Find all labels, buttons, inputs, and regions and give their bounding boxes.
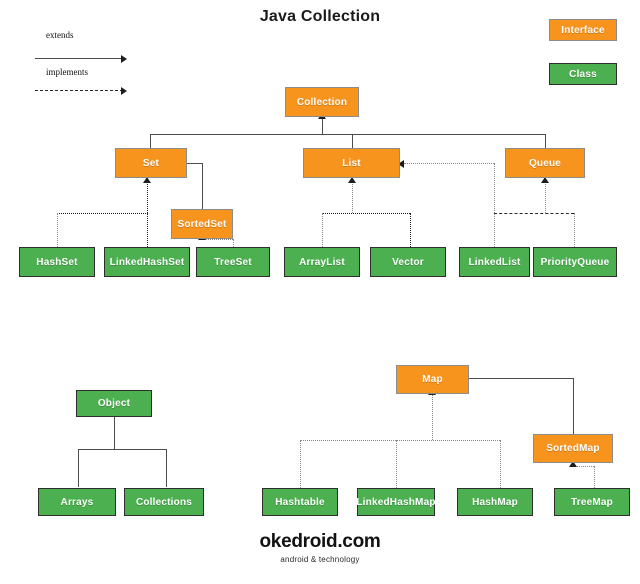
edge-list-to-vector	[410, 213, 411, 247]
legend-extends-label: extends	[46, 30, 74, 40]
node-hashtable[interactable]: Hashtable	[262, 488, 338, 516]
legend-implements-arrow-icon	[121, 86, 127, 95]
edge-map-impl-bus	[300, 440, 500, 441]
edge-list-impl-bus	[322, 213, 410, 214]
edge-queue-impl-stem	[545, 182, 546, 213]
edge-set-impl-arrow-icon	[143, 177, 151, 183]
node-object[interactable]: Object	[76, 390, 152, 417]
edge-object-to-arrays	[78, 449, 79, 487]
node-hashmap[interactable]: HashMap	[457, 488, 533, 516]
edge-object-bus	[78, 449, 166, 450]
node-priorityqueue[interactable]: PriorityQueue	[533, 247, 617, 277]
node-sortedmap[interactable]: SortedMap	[533, 434, 613, 463]
edge-linkedlist-to-list-vertical	[494, 163, 495, 247]
edge-sortedmap-vertical	[573, 378, 574, 434]
node-linkedlist[interactable]: LinkedList	[459, 247, 530, 277]
edge-sortedset-impl-bus	[202, 239, 233, 240]
legend-interface-box: Interface	[549, 19, 617, 41]
node-map[interactable]: Map	[396, 365, 469, 394]
node-linkedhashset[interactable]: LinkedHashSet	[104, 247, 190, 277]
edge-object-to-collections	[166, 449, 167, 487]
edge-map-impl-stem	[432, 394, 433, 440]
node-arrays[interactable]: Arrays	[38, 488, 116, 516]
legend-class-box: Class	[549, 63, 617, 85]
edge-set-to-hashset	[57, 213, 58, 247]
edge-sortedset-vertical	[202, 163, 203, 211]
node-vector[interactable]: Vector	[370, 247, 446, 277]
edge-sortedset-to-set	[187, 163, 203, 164]
node-treemap[interactable]: TreeMap	[554, 488, 630, 516]
edge-sortedset-to-treeset	[233, 239, 234, 247]
edge-list-to-arraylist	[322, 213, 323, 247]
edge-collection-to-queue	[545, 134, 546, 148]
footer-site: okedroid.com	[259, 531, 381, 552]
edge-treemap-arrow-icon	[569, 461, 577, 467]
legend-extends-line	[35, 58, 123, 59]
edge-collection-to-list	[352, 134, 353, 148]
edge-map-to-linkedhashmap	[396, 440, 397, 488]
node-linkedhashmap[interactable]: LinkedHashMap	[356, 488, 435, 516]
edge-collection-bus	[150, 134, 545, 135]
edge-set-impl-bus	[57, 213, 148, 214]
edge-list-impl-stem	[352, 182, 353, 213]
node-hashset[interactable]: HashSet	[19, 247, 95, 277]
edge-queue-to-priorityqueue	[574, 213, 575, 247]
legend-implements-label: implements	[46, 67, 88, 77]
footer-tagline: android & technology	[280, 555, 360, 564]
edge-set-impl-stem	[147, 182, 148, 213]
page-title: Java Collection	[259, 8, 381, 25]
node-arraylist[interactable]: ArrayList	[284, 247, 360, 277]
edge-queue-impl-arrow-icon	[541, 177, 549, 183]
edge-sortedmap-impl-bus	[573, 466, 594, 467]
edge-list-impl-arrow-icon	[348, 177, 356, 183]
edge-linkedlist-to-list-horizontal	[404, 163, 494, 164]
node-collection[interactable]: Collection	[285, 87, 359, 117]
node-treeset[interactable]: TreeSet	[196, 247, 270, 277]
edge-map-to-hashmap	[500, 440, 501, 488]
node-collections[interactable]: Collections	[124, 488, 204, 516]
node-queue[interactable]: Queue	[505, 148, 585, 178]
edge-sortedmap-to-treemap	[594, 466, 595, 488]
legend-implements-line	[35, 90, 123, 91]
legend-extends-arrow-icon	[121, 54, 127, 63]
edge-set-to-linkedhashset	[147, 213, 148, 247]
edge-collection-to-set	[150, 134, 151, 148]
node-sortedset[interactable]: SortedSet	[171, 209, 233, 239]
edge-object-stem	[114, 411, 115, 449]
edge-collection-stem	[322, 117, 323, 134]
node-list[interactable]: List	[303, 148, 400, 178]
node-set[interactable]: Set	[115, 148, 187, 178]
edge-map-to-hashtable	[300, 440, 301, 488]
edge-sortedmap-horizontal	[469, 378, 573, 379]
edge-queue-impl-bus	[494, 213, 574, 214]
